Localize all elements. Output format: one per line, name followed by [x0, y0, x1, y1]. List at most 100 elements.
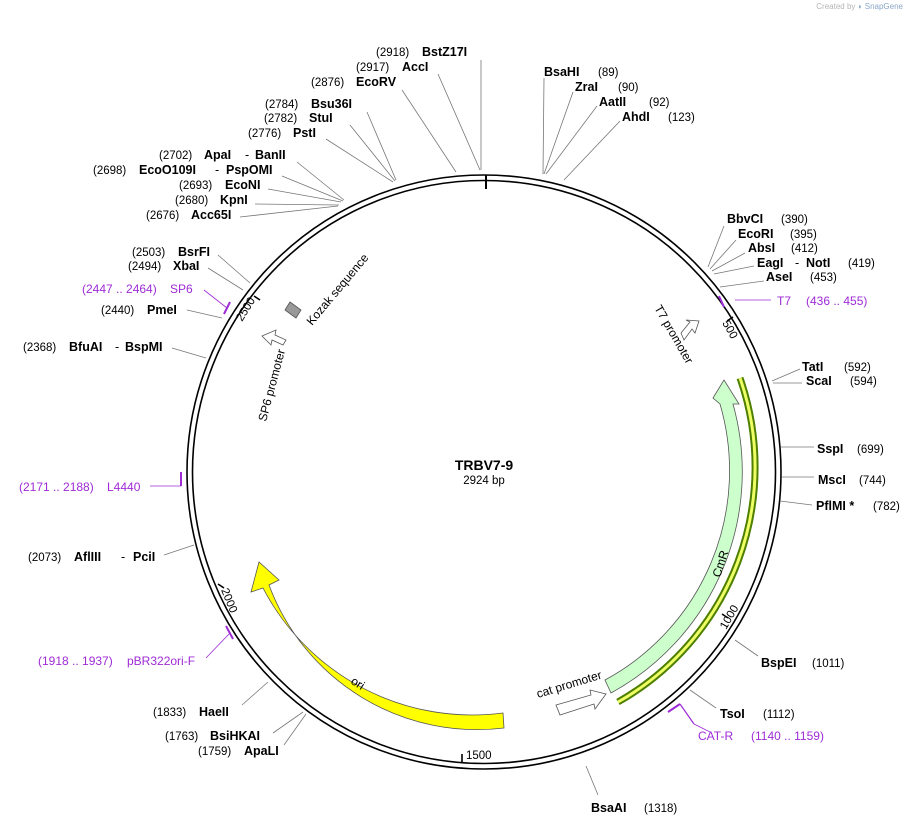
site-bsrfi[interactable]: (2503) BsrFI: [132, 245, 251, 284]
site-xbai[interactable]: (2494) XbaI: [128, 259, 244, 291]
site-pmei[interactable]: (2440) PmeI: [101, 303, 223, 319]
site-kpni[interactable]: (2680) KpnI: [175, 193, 340, 207]
site-sspi-name: SspI: [817, 442, 843, 456]
site-eagi-noti[interactable]: EagI - NotI (419): [713, 256, 875, 275]
site-stui[interactable]: (2782) StuI: [264, 111, 396, 182]
site-psti[interactable]: (2776) PstI: [248, 126, 394, 183]
t7-promoter-arrow: [680, 319, 700, 341]
feature-label-ori: ori: [348, 674, 367, 693]
site-bspmi-name: BspMI: [125, 340, 163, 354]
site-ahdi[interactable]: AhdI (123): [563, 110, 695, 181]
site-bstz17i[interactable]: (2918) BstZ17I: [376, 45, 482, 170]
site-zrai-pos: (90): [618, 82, 639, 94]
credit-prefix: Created by: [816, 2, 856, 11]
site-absi[interactable]: AbsI (412): [711, 241, 818, 272]
feature-ori[interactable]: ori: [250, 561, 505, 731]
site-ecori[interactable]: EcoRI (395): [709, 227, 817, 270]
site-absi-name: AbsI: [748, 241, 775, 255]
site-ecoo109i-pos: (2698): [93, 165, 126, 177]
primer-pbr322ori-f-range: (1918 .. 1937): [38, 654, 113, 668]
site-msci[interactable]: MscI (744): [782, 473, 886, 487]
site-afliii-name: AflIII: [74, 550, 101, 564]
tick-label-2500: 2500: [234, 296, 258, 324]
site-pflmi[interactable]: PflMI * (782): [779, 499, 900, 513]
site-apai-name: ApaI: [204, 148, 231, 162]
site-banii-name: BanII: [255, 148, 286, 162]
primer-cat-r[interactable]: CAT-R (1140 .. 1159): [667, 703, 824, 743]
site-bspei-pos: (1011): [812, 658, 845, 670]
site-bsihkai[interactable]: (1763) BsiHKAI: [165, 711, 304, 743]
site-msci-name: MscI: [818, 473, 846, 487]
site-ahdi-pos: (123): [668, 112, 695, 124]
site-zrai[interactable]: ZraI (90): [543, 80, 639, 175]
site-bsu36i[interactable]: (2784) Bsu36I: [265, 97, 397, 181]
site-bsahi-name: BsaHI: [544, 65, 579, 79]
site-econi[interactable]: (2693) EcoNI: [179, 178, 342, 203]
site-bsihkai-name: BsiHKAI: [210, 729, 260, 743]
site-tati-pos: (592): [844, 362, 871, 374]
site-xbai-name: XbaI: [173, 259, 199, 273]
site-bspei[interactable]: BspEI (1011): [734, 639, 845, 670]
feature-sp6-promoter[interactable]: SP6 promoter: [255, 329, 288, 423]
site-pcii-name: PciI: [133, 550, 155, 564]
site-apai-banii[interactable]: (2702) ApaI - BanII: [159, 148, 345, 201]
feature-kozak-sequence[interactable]: Kozak sequence: [284, 251, 372, 328]
primer-cat-r-range: (1140 .. 1159): [751, 729, 824, 743]
primer-l4440[interactable]: (2171 .. 2188) L4440: [19, 472, 182, 494]
site-acc65i[interactable]: (2676) Acc65I: [146, 205, 339, 222]
site-acci-pos: (2917): [356, 62, 389, 74]
feature-t7-promoter[interactable]: T7 promoter: [651, 303, 700, 367]
svg-text:-: -: [121, 550, 125, 564]
site-zrai-name: ZraI: [575, 80, 598, 94]
site-ecoo109i-pspomi[interactable]: (2698) EcoO109I - PspOMI: [93, 163, 344, 202]
site-haeii[interactable]: (1833) HaeII: [153, 681, 269, 719]
site-aatii[interactable]: AatII (92): [545, 95, 670, 175]
site-noti-pos: (419): [848, 258, 875, 270]
site-apali[interactable]: (1759) ApaLI: [198, 713, 307, 758]
site-ecorv[interactable]: (2876) EcoRV: [311, 75, 457, 173]
svg-text:-: -: [115, 340, 119, 354]
site-bsaai-name: BsaAI: [591, 801, 626, 815]
site-bsahi[interactable]: BsaHI (89): [542, 65, 619, 175]
site-bsu36i-pos: (2784): [265, 99, 298, 111]
primer-sp6[interactable]: (2447 .. 2464) SP6: [82, 282, 231, 315]
site-bsaai[interactable]: BsaAI (1318): [585, 765, 677, 815]
credit-brand: SnapGene: [864, 2, 903, 11]
site-sspi[interactable]: SspI (699): [781, 442, 884, 456]
site-apali-name: ApaLI: [244, 744, 279, 758]
feature-cat-promoter[interactable]: cat promoter: [535, 668, 607, 716]
site-bstz17i-pos: (2918): [376, 47, 409, 59]
feature-cmr[interactable]: CmR: [604, 376, 759, 706]
site-absi-pos: (412): [791, 243, 818, 255]
site-ecori-pos: (395): [790, 229, 817, 241]
tick-1500: 1500: [461, 750, 492, 762]
site-bbvci[interactable]: BbvCI (390): [707, 212, 808, 268]
site-pflmi-pos: (782): [873, 501, 900, 513]
cmr-highlight-inner: [617, 377, 757, 704]
site-tati-name: TatI: [802, 360, 823, 374]
site-noti-name: NotI: [806, 256, 830, 270]
site-scai[interactable]: ScaI (594): [773, 374, 877, 388]
site-bfuai-bspmi[interactable]: (2368) BfuAI - BspMI: [23, 340, 207, 359]
site-tsoi[interactable]: TsoI (1112): [689, 689, 795, 721]
primer-t7-name: T7: [777, 294, 791, 308]
site-acc65i-name: Acc65I: [191, 208, 231, 222]
site-acci[interactable]: (2917) AccI: [356, 60, 481, 171]
site-tsoi-pos: (1112): [763, 709, 795, 721]
backbone-outer-strand: [186, 174, 782, 770]
primer-l4440-range: (2171 .. 2188): [19, 480, 94, 494]
site-tati[interactable]: TatI (592): [771, 360, 871, 382]
site-scai-name: ScaI: [806, 374, 832, 388]
primer-t7[interactable]: T7 (436 .. 455): [718, 294, 867, 308]
site-ecorv-name: EcoRV: [356, 75, 397, 89]
feature-label-sp6-promoter: SP6 promoter: [255, 348, 288, 423]
primer-pbr322ori-f[interactable]: (1918 .. 1937) pBR322ori-F: [38, 625, 234, 668]
site-econi-pos: (2693): [179, 180, 212, 192]
site-afliii-pcii[interactable]: (2073) AflIII - PciI: [28, 544, 195, 564]
kozak-box: [284, 301, 302, 319]
site-eagi-name: EagI: [757, 256, 783, 270]
site-asei[interactable]: AseI (453): [719, 270, 837, 288]
site-bstz17i-name: BstZ17I: [422, 45, 467, 59]
site-asei-name: AseI: [766, 270, 792, 284]
site-acc65i-pos: (2676): [146, 210, 179, 222]
